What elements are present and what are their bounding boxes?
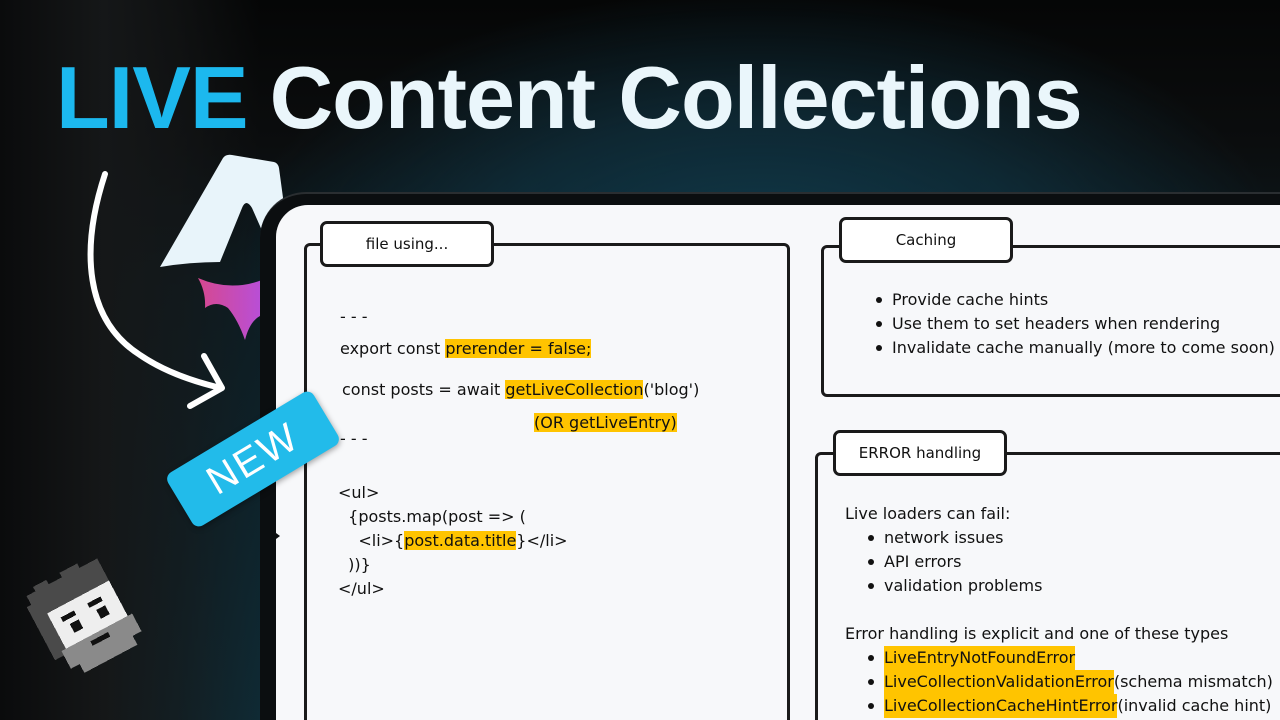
code-line-li: <li>{post.data.title}</li> — [338, 531, 568, 550]
bullet-icon — [876, 297, 882, 303]
pixel-avatar-icon — [26, 558, 142, 673]
highlight: LiveEntryNotFoundError — [884, 646, 1076, 670]
code-line-or: (OR getLiveEntry) — [534, 411, 677, 435]
highlight: LiveCollectionValidationError — [884, 670, 1114, 694]
bullet-icon — [876, 345, 882, 351]
bullet-icon — [868, 559, 874, 565]
code-separator: - - - — [340, 429, 368, 448]
highlight: post.data.title — [404, 531, 517, 550]
title-highlight: LIVE — [56, 48, 249, 147]
list-item: Invalidate cache manually (more to come … — [876, 336, 1275, 360]
code-line-ul-open: <ul> — [338, 483, 380, 502]
error-panel-tab: ERROR handling — [833, 430, 1007, 476]
caching-panel-tab: Caching — [839, 217, 1013, 263]
list-item: LiveEntryNotFoundError — [868, 646, 1273, 670]
bullet-icon — [868, 583, 874, 589]
bullet-icon — [868, 703, 874, 709]
error-types-list: LiveEntryNotFoundError LiveCollectionVal… — [868, 646, 1273, 718]
highlight: prerender = false; — [445, 339, 592, 358]
list-item: LiveCollectionCacheHintError (invalid ca… — [868, 694, 1273, 718]
highlight: (OR getLiveEntry) — [534, 413, 677, 432]
highlight: LiveCollectionCacheHintError — [884, 694, 1118, 718]
caching-panel — [821, 245, 1280, 397]
file-panel — [304, 243, 790, 720]
code-line-posts: const posts = await getLiveCollection('b… — [342, 380, 700, 399]
code-line-export: export const prerender = false; — [340, 339, 592, 358]
list-item: API errors — [868, 550, 1042, 574]
code-line-map: {posts.map(post => ( — [338, 507, 526, 526]
code-line-ul-close: </ul> — [338, 579, 385, 598]
list-item: LiveCollectionValidationError (schema mi… — [868, 670, 1273, 694]
highlight: getLiveCollection — [505, 380, 644, 399]
code-line-map-close: ))} — [338, 555, 371, 574]
list-item: validation problems — [868, 574, 1042, 598]
error-intro: Live loaders can fail: — [845, 504, 1011, 523]
code-separator: - - - — [340, 307, 368, 326]
frame-marker — [272, 530, 280, 542]
error-explicit-text: Error handling is explicit and one of th… — [845, 624, 1229, 643]
whiteboard-screen: file using... - - - export const prerend… — [276, 205, 1280, 720]
error-panel — [815, 452, 1280, 720]
list-item: Provide cache hints — [876, 288, 1275, 312]
bullet-icon — [868, 679, 874, 685]
bullet-icon — [876, 321, 882, 327]
curved-arrow-icon — [87, 171, 225, 409]
bullet-icon — [868, 655, 874, 661]
title-text: Content Collections — [269, 48, 1083, 147]
error-causes-list: network issues API errors validation pro… — [868, 526, 1042, 598]
caching-list: Provide cache hints Use them to set head… — [876, 288, 1275, 360]
astro-logo-icon — [160, 154, 286, 340]
list-item: network issues — [868, 526, 1042, 550]
file-panel-tab: file using... — [320, 221, 494, 267]
bullet-icon — [868, 535, 874, 541]
list-item: Use them to set headers when rendering — [876, 312, 1275, 336]
